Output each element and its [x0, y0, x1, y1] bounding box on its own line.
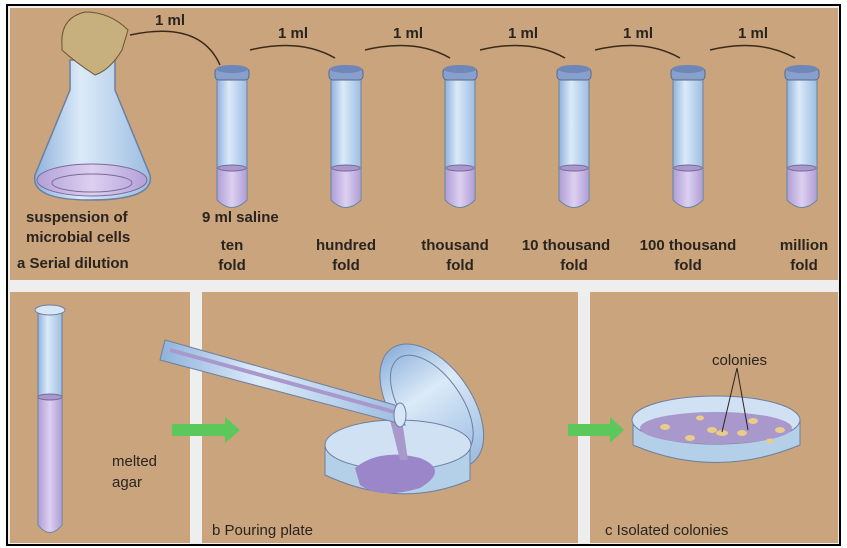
transfer-label: 1 ml — [738, 25, 768, 42]
panel-b-caption: b Pouring plate — [212, 522, 313, 539]
dilution-label: ten — [221, 237, 244, 254]
flask-label: suspension of — [26, 209, 129, 226]
dilution-label: fold — [332, 257, 360, 274]
process-arrow-icon — [172, 417, 240, 443]
dilution-label: million — [780, 237, 828, 254]
dilution-label: hundred — [316, 237, 376, 254]
transfer-label: 1 ml — [278, 25, 308, 42]
colonies-label: colonies — [712, 352, 767, 369]
dilution-label: thousand — [421, 237, 489, 254]
dilution-label: fold — [674, 257, 702, 274]
transfer-arrows — [129, 30, 796, 66]
agar-tube-icon — [34, 304, 66, 533]
test-tube-icon — [214, 65, 250, 208]
process-arrow-icon — [568, 417, 624, 443]
pouring-plate-icon — [159, 339, 485, 495]
test-tube-icon — [556, 65, 592, 208]
dilution-label: 10 thousand — [522, 237, 610, 254]
dilution-label: fold — [218, 257, 246, 274]
flask-label: microbial cells — [26, 229, 130, 246]
panel-c-caption: c Isolated colonies — [605, 522, 728, 539]
panel-a-caption: a Serial dilution — [17, 255, 129, 272]
panel-agar-background — [10, 292, 190, 543]
test-tube-icon — [442, 65, 478, 208]
dilution-label: fold — [790, 257, 818, 274]
agar-label: melted — [112, 453, 157, 470]
dilution-label: fold — [446, 257, 474, 274]
agar-label: agar — [112, 474, 142, 491]
transfer-label: 1 ml — [155, 12, 185, 29]
transfer-label: 1 ml — [393, 25, 423, 42]
transfer-label: 1 ml — [508, 25, 538, 42]
saline-label: 9 ml saline — [202, 209, 279, 226]
colonies-plate-icon — [631, 367, 801, 463]
flask-icon — [33, 11, 152, 201]
transfer-label: 1 ml — [623, 25, 653, 42]
test-tube-icon — [784, 65, 820, 208]
test-tube-icon — [328, 65, 364, 208]
dilution-label: fold — [560, 257, 588, 274]
dilution-label: 100 thousand — [640, 237, 737, 254]
test-tube-icon — [670, 65, 706, 208]
